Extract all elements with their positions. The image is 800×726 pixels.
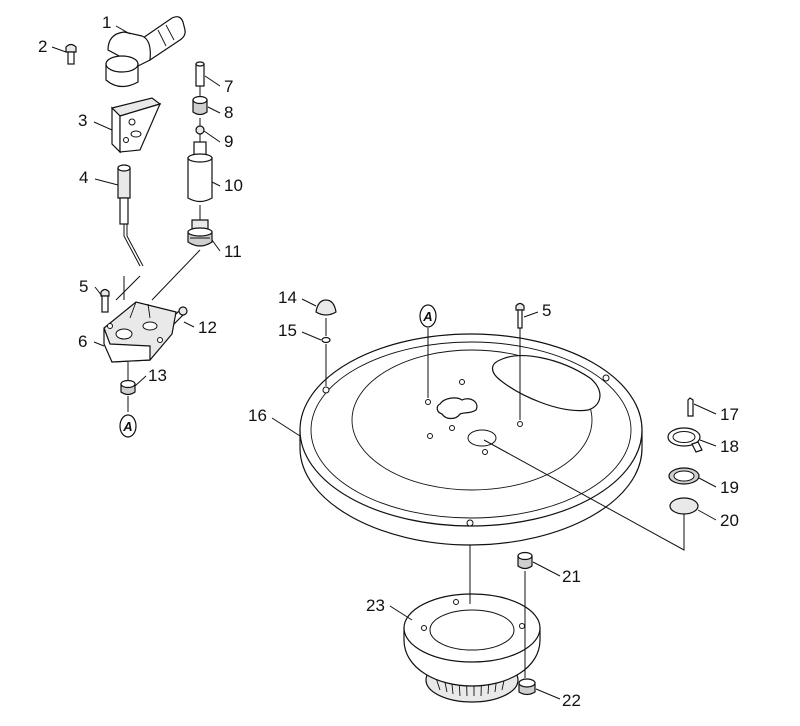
part-1-elbow-connector [105, 16, 186, 88]
callout-17: 17 [720, 405, 739, 424]
callout-18: 18 [720, 437, 739, 456]
callout-12: 12 [198, 318, 217, 337]
part-17-pin [687, 397, 694, 417]
part-7-pin [195, 61, 205, 87]
callout-7: 7 [224, 77, 233, 96]
callout-5-right: 5 [542, 301, 551, 320]
reference-marker-left: A [119, 414, 137, 438]
part-5-screw-right [515, 302, 525, 420]
part-15-washer [321, 336, 331, 344]
callout-11: 11 [224, 242, 242, 261]
part-11-fitting [187, 219, 213, 247]
part-19-seal-ring [668, 467, 700, 485]
callout-10: 10 [224, 176, 243, 195]
callout-20: 20 [720, 511, 739, 530]
part-2-screw [65, 43, 77, 65]
callout-3: 3 [78, 111, 87, 130]
callout-23: 23 [366, 596, 385, 615]
callout-15: 15 [278, 321, 297, 340]
callout-21: 21 [562, 567, 581, 586]
callout-9: 9 [224, 132, 233, 151]
callout-14: 14 [278, 288, 297, 307]
callout-labels: 1 2 3 4 5 6 7 8 9 10 11 12 13 14 15 16 5… [38, 13, 739, 710]
part-4-electrode [117, 164, 144, 267]
callout-2: 2 [38, 37, 47, 56]
part-16-base-plate [299, 333, 643, 546]
callout-19: 19 [720, 478, 739, 497]
part-13-nut [120, 362, 136, 412]
part-10-sleeve [187, 141, 213, 203]
part-14-cap [315, 299, 337, 316]
callout-16: 16 [248, 406, 267, 425]
part-18-lock-ring [667, 427, 703, 453]
part-22-nut [518, 678, 536, 696]
part-3-bracket [110, 97, 162, 154]
callout-8: 8 [224, 103, 233, 122]
part-23-flange [403, 593, 541, 703]
reference-label-left: A [122, 419, 132, 434]
reference-label-right: A [422, 309, 432, 324]
reference-marker-right: A [419, 304, 437, 398]
callout-13: 13 [148, 366, 167, 385]
callout-22: 22 [562, 691, 581, 710]
part-5-screw-left [100, 288, 110, 313]
part-21-nut [517, 551, 533, 570]
part-6-mounting-block [103, 301, 177, 363]
callout-1: 1 [102, 13, 111, 32]
leader-lines [51, 25, 717, 700]
part-20-disc [669, 497, 699, 515]
callout-4: 4 [79, 168, 88, 187]
part-9-washer [195, 125, 205, 135]
part-8-nut [192, 95, 208, 116]
callout-6: 6 [78, 332, 87, 351]
callout-5-left: 5 [79, 277, 88, 296]
